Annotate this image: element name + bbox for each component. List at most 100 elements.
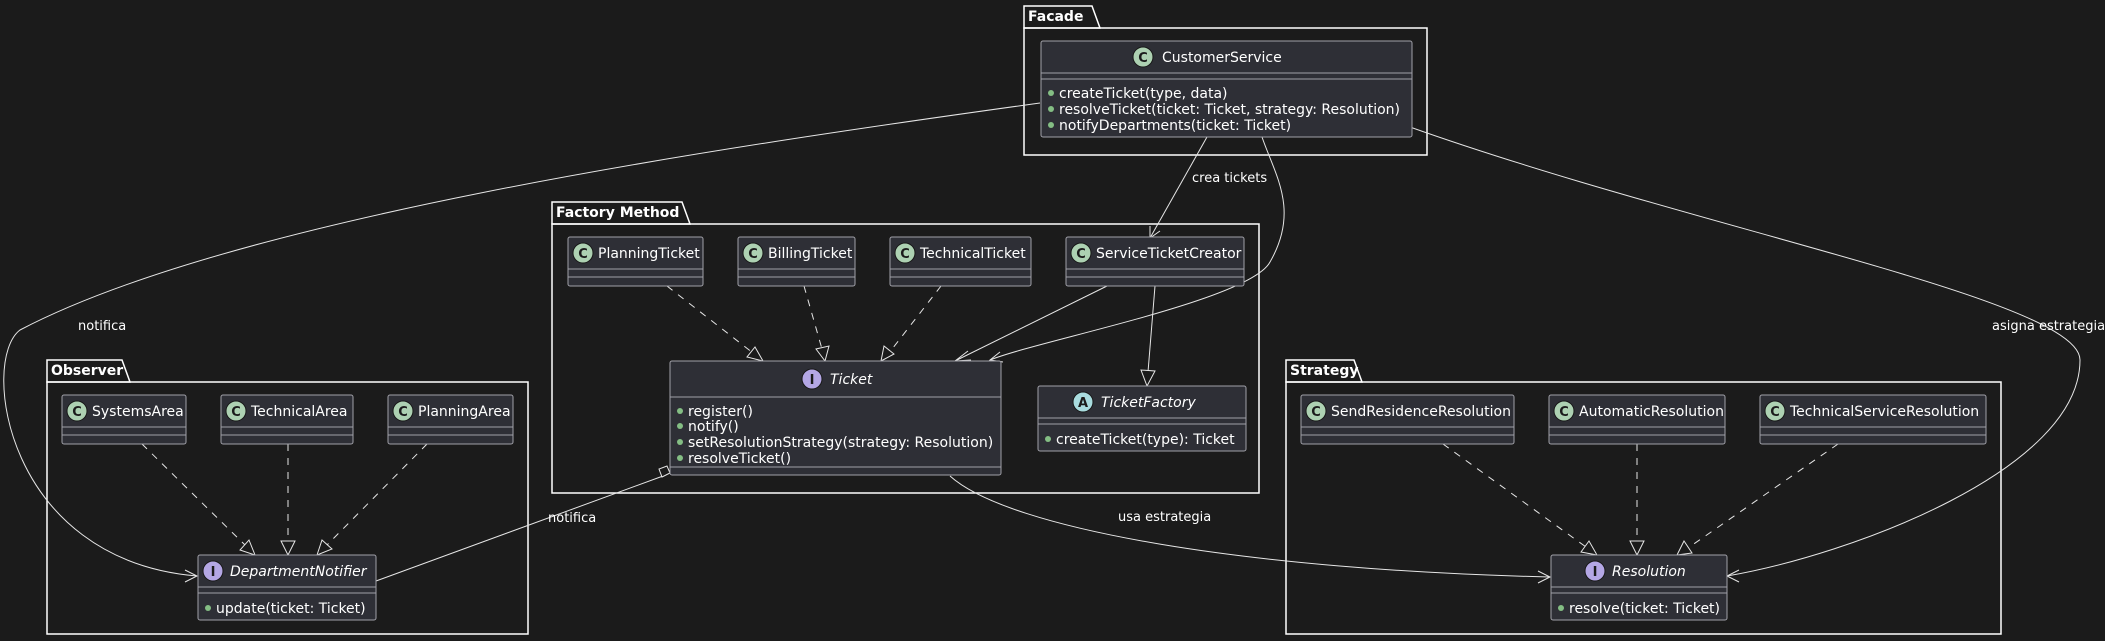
public-member-icon: [677, 408, 683, 414]
stereotype-letter: C: [1770, 405, 1780, 420]
package-strategy: Strategy: [1285, 359, 2002, 635]
interface-stereotype-icon: [1584, 560, 1606, 582]
member: createTicket(type): Ticket: [1056, 432, 1235, 448]
stereotype-letter: C: [900, 247, 910, 262]
stereotype-letter: C: [72, 405, 82, 420]
class-resolution[interactable]: I Resolution resolve(ticket: Ticket): [1550, 554, 1728, 621]
class-ticket[interactable]: I Ticket register() notify() setResoluti…: [669, 360, 1002, 476]
member: setResolutionStrategy(strategy: Resoluti…: [688, 435, 993, 451]
class-name: BillingTicket: [768, 246, 853, 262]
label-crea-tickets: crea tickets: [1192, 171, 1267, 186]
class-stereotype-icon: [742, 242, 764, 264]
class-planningticket[interactable]: C PlanningTicket: [567, 236, 704, 287]
edge-ticket-resolution: usa estrategia: [949, 475, 1552, 584]
member: createTicket(type, data): [1059, 86, 1228, 102]
stereotype-letter: A: [1078, 396, 1088, 411]
edge-technicalservice-resolution: [1676, 443, 1839, 556]
edge-planningticket-ticket: [666, 285, 765, 362]
class-stereotype-icon: [66, 400, 88, 422]
class-automaticresolution[interactable]: C AutomaticResolution: [1548, 394, 1726, 445]
member: notifyDepartments(ticket: Ticket): [1059, 118, 1291, 134]
package-observer-label: Observer: [51, 363, 123, 379]
public-member-icon: [1558, 605, 1564, 611]
class-ticketfactory[interactable]: A TicketFactory createTicket(type): Tick…: [1037, 385, 1247, 452]
class-stereotype-icon: [572, 242, 594, 264]
class-name: Resolution: [1612, 564, 1686, 580]
class-stereotype-icon: [1305, 400, 1327, 422]
package-strategy-label: Strategy: [1290, 363, 1358, 379]
member: update(ticket: Ticket): [216, 601, 366, 617]
stereotype-letter: I: [211, 565, 216, 580]
public-member-icon: [677, 439, 683, 445]
member: resolveTicket(ticket: Ticket, strategy: …: [1059, 102, 1400, 118]
public-member-icon: [1048, 122, 1054, 128]
class-technicalarea[interactable]: C TechnicalArea: [220, 394, 354, 445]
stereotype-letter: I: [810, 373, 815, 388]
class-customerservice[interactable]: C CustomerService createTicket(type, dat…: [1040, 40, 1413, 138]
class-stereotype-icon: [1132, 46, 1154, 68]
class-name: TechnicalTicket: [919, 246, 1026, 262]
class-name: Ticket: [830, 372, 873, 388]
public-member-icon: [677, 423, 683, 429]
class-stereotype-icon: [1070, 242, 1092, 264]
member: resolveTicket(): [688, 451, 791, 467]
edge-sendresidence-resolution: [1442, 443, 1598, 556]
edge-automatic-resolution: [1629, 444, 1645, 557]
public-member-icon: [677, 455, 683, 461]
class-name: TechnicalServiceResolution: [1789, 404, 1979, 420]
class-departmentnotifier[interactable]: I DepartmentNotifier update(ticket: Tick…: [197, 554, 377, 621]
label-usa-estrategia: usa estrategia: [1118, 510, 1211, 525]
class-stereotype-icon: [894, 242, 916, 264]
public-member-icon: [1045, 436, 1051, 442]
edge-customerservice-serviceticketcreator: crea tickets: [1149, 136, 1267, 239]
stereotype-letter: C: [1559, 405, 1569, 420]
stereotype-letter: C: [1076, 247, 1086, 262]
package-factory-method-label: Factory Method: [556, 205, 679, 221]
label-asigna-estrategia: asigna estrategia: [1992, 319, 2105, 334]
edge-technicalticket-ticket: [880, 285, 942, 362]
class-serviceticketcreator[interactable]: C ServiceTicketCreator: [1065, 236, 1245, 287]
class-name: AutomaticResolution: [1579, 404, 1724, 420]
edge-customerservice-departmentnotifier: notifica: [3, 102, 1041, 583]
public-member-icon: [1048, 106, 1054, 112]
class-stereotype-icon: [225, 400, 247, 422]
public-member-icon: [205, 605, 211, 611]
member: resolve(ticket: Ticket): [1569, 601, 1720, 617]
class-planningarea[interactable]: C PlanningArea: [387, 394, 514, 445]
class-name: DepartmentNotifier: [230, 564, 368, 580]
stereotype-letter: C: [398, 405, 408, 420]
edge-serviceticketcreator-ticketfactory: [1140, 285, 1156, 388]
edge-serviceticketcreator-ticket: [953, 285, 1108, 362]
edge-systemsarea-departmentnotifier: [141, 443, 256, 556]
class-stereotype-icon: [1764, 400, 1786, 422]
edge-planningarea-departmentnotifier: [316, 443, 428, 556]
package-facade-label: Facade: [1028, 9, 1083, 25]
class-billingticket[interactable]: C BillingTicket: [737, 236, 856, 287]
class-name: PlanningArea: [418, 404, 511, 420]
class-name: TicketFactory: [1101, 395, 1196, 411]
member: register(): [688, 404, 753, 420]
label-notifica-left: notifica: [78, 319, 126, 334]
abstract-stereotype-icon: [1072, 391, 1094, 413]
class-stereotype-icon: [392, 400, 414, 422]
member: notify(): [688, 419, 739, 435]
label-notifica-ticket: notifica: [548, 511, 596, 526]
edge-billingticket-ticket: [803, 285, 830, 363]
stereotype-letter: C: [1311, 405, 1321, 420]
interface-stereotype-icon: [202, 560, 224, 582]
class-name: ServiceTicketCreator: [1096, 246, 1242, 262]
class-technicalserviceresolution[interactable]: C TechnicalServiceResolution: [1759, 394, 1987, 445]
stereotype-letter: C: [231, 405, 241, 420]
class-name: CustomerService: [1162, 50, 1282, 66]
class-sendresidenceresolution[interactable]: C SendResidenceResolution: [1300, 394, 1515, 445]
class-stereotype-icon: [1553, 400, 1575, 422]
class-technicalticket[interactable]: C TechnicalTicket: [889, 236, 1032, 287]
stereotype-letter: C: [578, 247, 588, 262]
package-observer: Observer: [46, 359, 529, 635]
class-systemsarea[interactable]: C SystemsArea: [61, 394, 187, 445]
stereotype-letter: C: [1138, 51, 1148, 66]
edge-technicalarea-departmentnotifier: [280, 444, 296, 557]
interface-stereotype-icon: [801, 368, 823, 390]
class-name: TechnicalArea: [250, 404, 348, 420]
